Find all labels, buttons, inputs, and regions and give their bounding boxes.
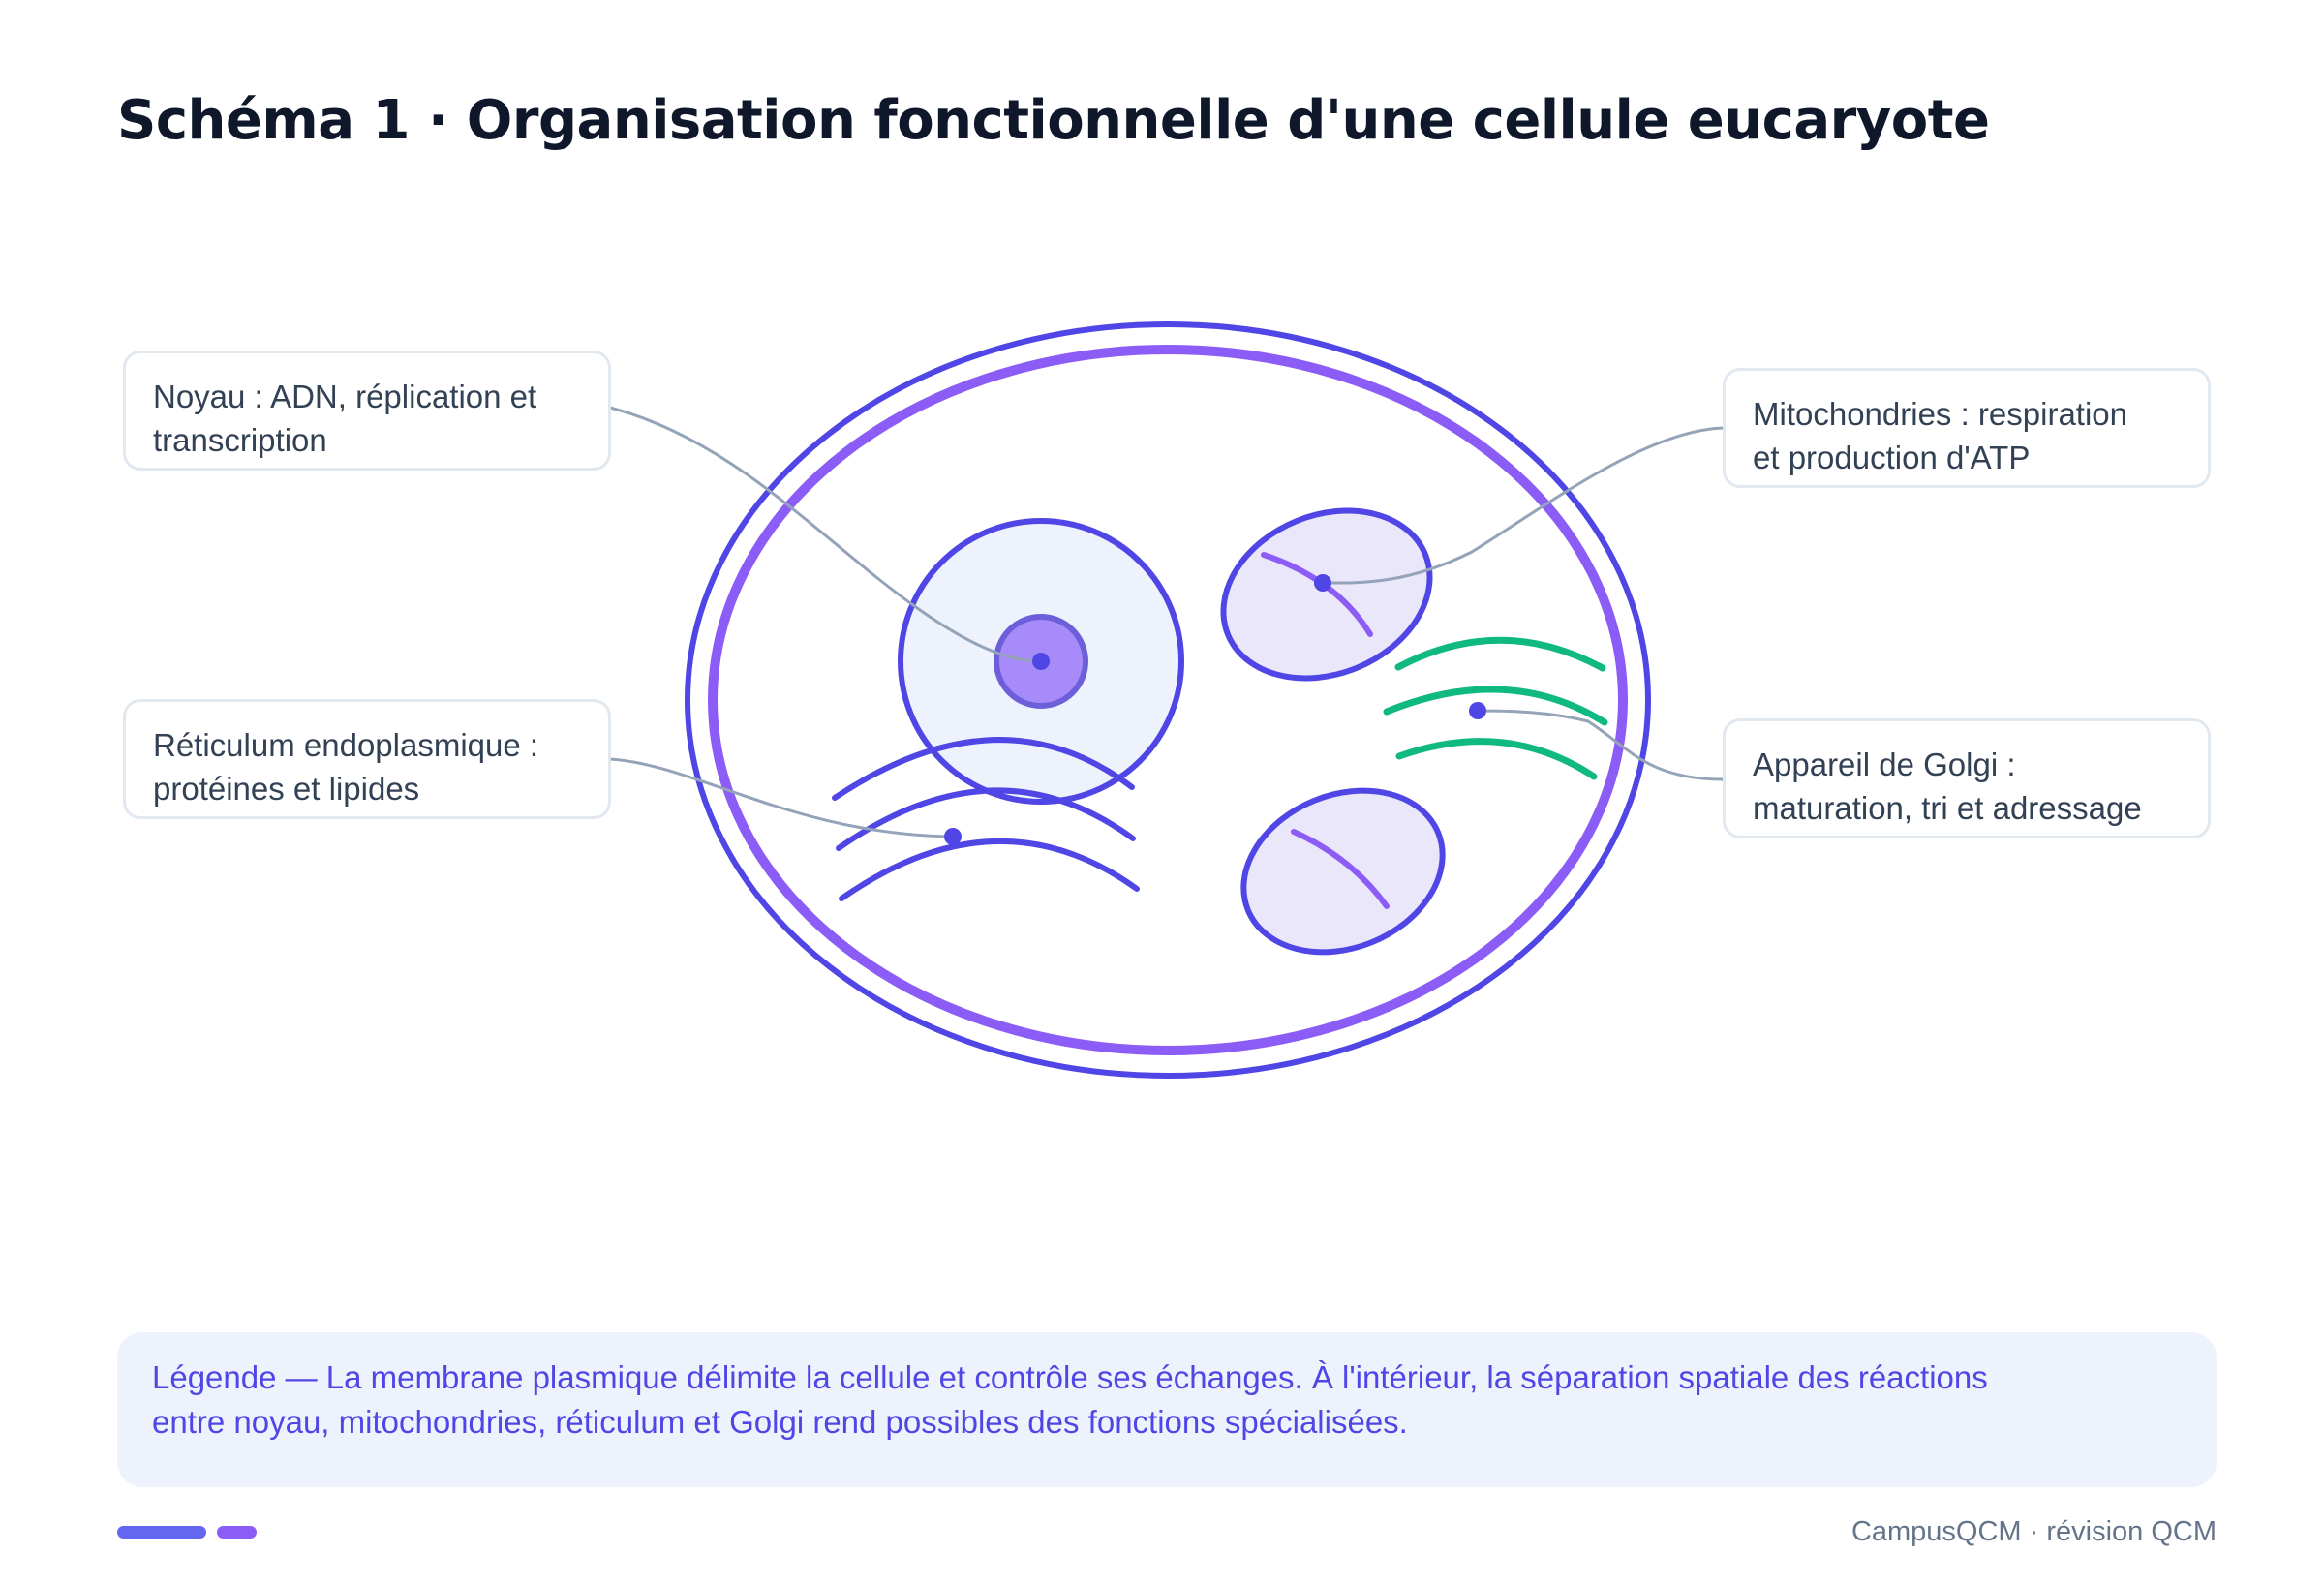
label-mitochondries-line2: et production d'ATP bbox=[1753, 440, 2031, 475]
connector-golgi bbox=[1477, 709, 1724, 781]
legend-panel: Légende — La membrane plasmique délimite… bbox=[117, 1332, 2217, 1487]
label-reticulum-line1: Réticulum endoplasmique : bbox=[153, 727, 539, 763]
mitochondrion-upper bbox=[1220, 507, 1433, 682]
connector-mitochondries bbox=[1322, 426, 1724, 585]
cell-membrane-outer bbox=[685, 321, 1651, 1079]
anchor-dot-mitochondries bbox=[1314, 574, 1331, 592]
label-noyau-line2: transcription bbox=[153, 422, 327, 458]
accent-bar-primary bbox=[117, 1526, 206, 1539]
label-noyau: Noyau : ADN, réplication et transcriptio… bbox=[123, 351, 611, 471]
legend-line1: Légende — La membrane plasmique délimite… bbox=[152, 1359, 1988, 1395]
label-mitochondries: Mitochondries : respiration et productio… bbox=[1723, 368, 2211, 488]
label-golgi: Appareil de Golgi : maturation, tri et a… bbox=[1723, 718, 2211, 838]
connector-noyau bbox=[609, 406, 1042, 663]
connector-lines bbox=[609, 406, 1724, 838]
label-mitochondries-line1: Mitochondries : respiration bbox=[1753, 396, 2128, 432]
footer-credit: CampusQCM · révision QCM bbox=[1850, 1516, 2217, 1547]
mitochondrion-lower bbox=[1240, 787, 1446, 956]
anchor-dot-golgi bbox=[1469, 702, 1486, 719]
connector-reticulum bbox=[609, 757, 954, 838]
golgi-apparatus bbox=[1383, 636, 1608, 780]
label-reticulum: Réticulum endoplasmique : protéines et l… bbox=[123, 699, 611, 819]
legend-line2: entre noyau, mitochondries, réticulum et… bbox=[152, 1404, 1408, 1440]
endoplasmic-reticulum bbox=[832, 737, 1140, 901]
accent-bar-secondary bbox=[217, 1526, 257, 1539]
cell-membrane-inner bbox=[708, 345, 1628, 1055]
label-reticulum-line2: protéines et lipides bbox=[153, 771, 420, 807]
anchor-dot-reticulum bbox=[944, 828, 962, 845]
label-noyau-line1: Noyau : ADN, réplication et bbox=[153, 379, 537, 414]
page-title: Schéma 1 · Organisation fonctionnelle d'… bbox=[117, 89, 1990, 152]
label-golgi-line1: Appareil de Golgi : bbox=[1753, 747, 2016, 782]
anchor-dot-noyau bbox=[1032, 653, 1050, 670]
label-golgi-line2: maturation, tri et adressage bbox=[1753, 790, 2142, 826]
